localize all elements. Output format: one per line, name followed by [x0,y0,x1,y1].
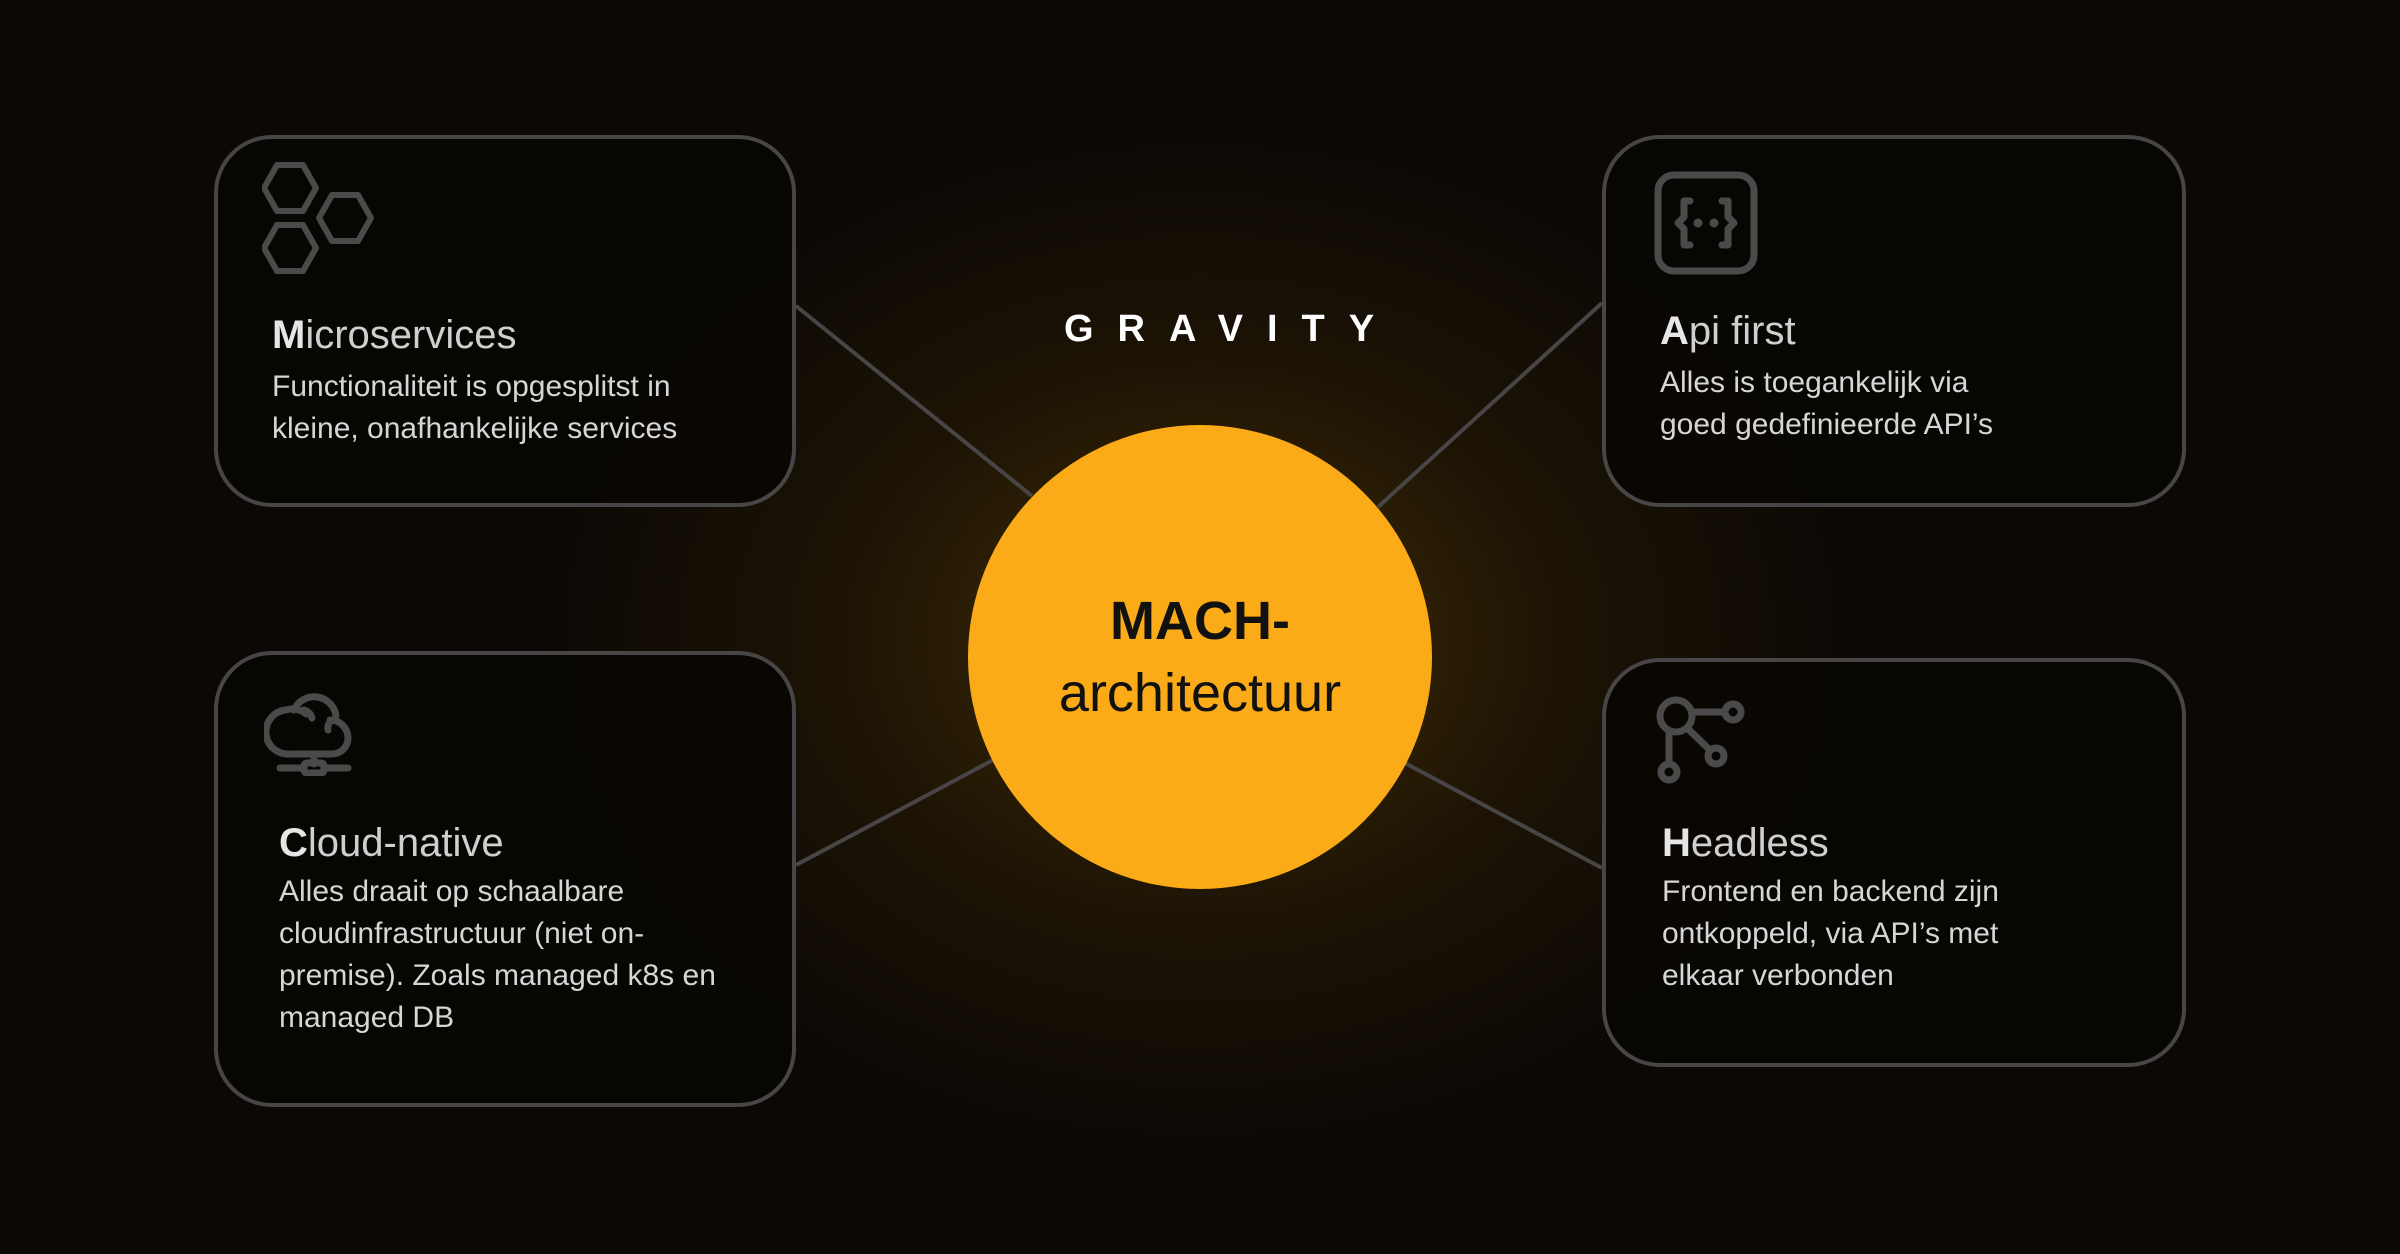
card-title: Headless [1662,823,1829,863]
description-line: premise). Zoals managed k8s en [279,959,716,992]
connector-microservices [794,304,1034,498]
connector-api-first [1376,301,1604,509]
gravity-logo: GRAVITY [1064,308,1399,350]
card-description: Functionaliteit is opgesplitst in kleine… [272,366,677,450]
description-line: Frontend en backend zijn [1662,875,1999,908]
nodes-icon [1656,696,1745,784]
card-title: Microservices [272,315,516,355]
card-api-first [1602,135,2186,507]
center-title-line1: MACH- [1110,591,1290,651]
card-headless [1602,658,2186,1067]
cloud-network-icon [264,693,352,776]
card-title: Api first [1660,311,1796,351]
description-line: managed DB [279,1001,455,1034]
api-braces-icon [1654,171,1758,275]
description-line: goed gedefinieerde API’s [1660,408,1994,441]
title-rest: eadless [1690,821,1829,865]
connector-headless [1402,760,1603,870]
title-rest: loud-native [307,821,504,865]
title-rest: pi first [1688,309,1796,353]
description-line: elkaar verbonden [1662,959,1894,992]
card-description: Alles draait op schaalbare cloudinfrastr… [279,871,716,1039]
title-rest: icroservices [305,313,517,357]
card-description: Alles is toegankelijk via goed gedefinie… [1660,362,1993,446]
description-line: Alles is toegankelijk via [1660,366,1969,399]
description-line: kleine, onafhankelijke services [272,412,678,445]
description-line: cloudinfrastructuur (niet on- [279,917,645,950]
card-description: Frontend en backend zijn ontkoppeld, via… [1662,871,1999,997]
title-initial: M [272,313,306,357]
connector-cloud-native [795,757,996,867]
hexagons-icon [262,162,374,274]
title-initial: A [1660,309,1689,353]
card-title: Cloud-native [279,823,504,863]
mach-center-circle: MACH- architectuur [968,425,1432,889]
title-initial: H [1662,821,1691,865]
description-line: Functionaliteit is opgesplitst in [272,370,671,403]
description-line: Alles draait op schaalbare [279,875,625,908]
description-line: ontkoppeld, via API’s met [1662,917,1999,950]
center-title-line2: architectuur [1058,663,1342,723]
card-cloud-native [214,651,796,1107]
title-initial: C [279,821,308,865]
